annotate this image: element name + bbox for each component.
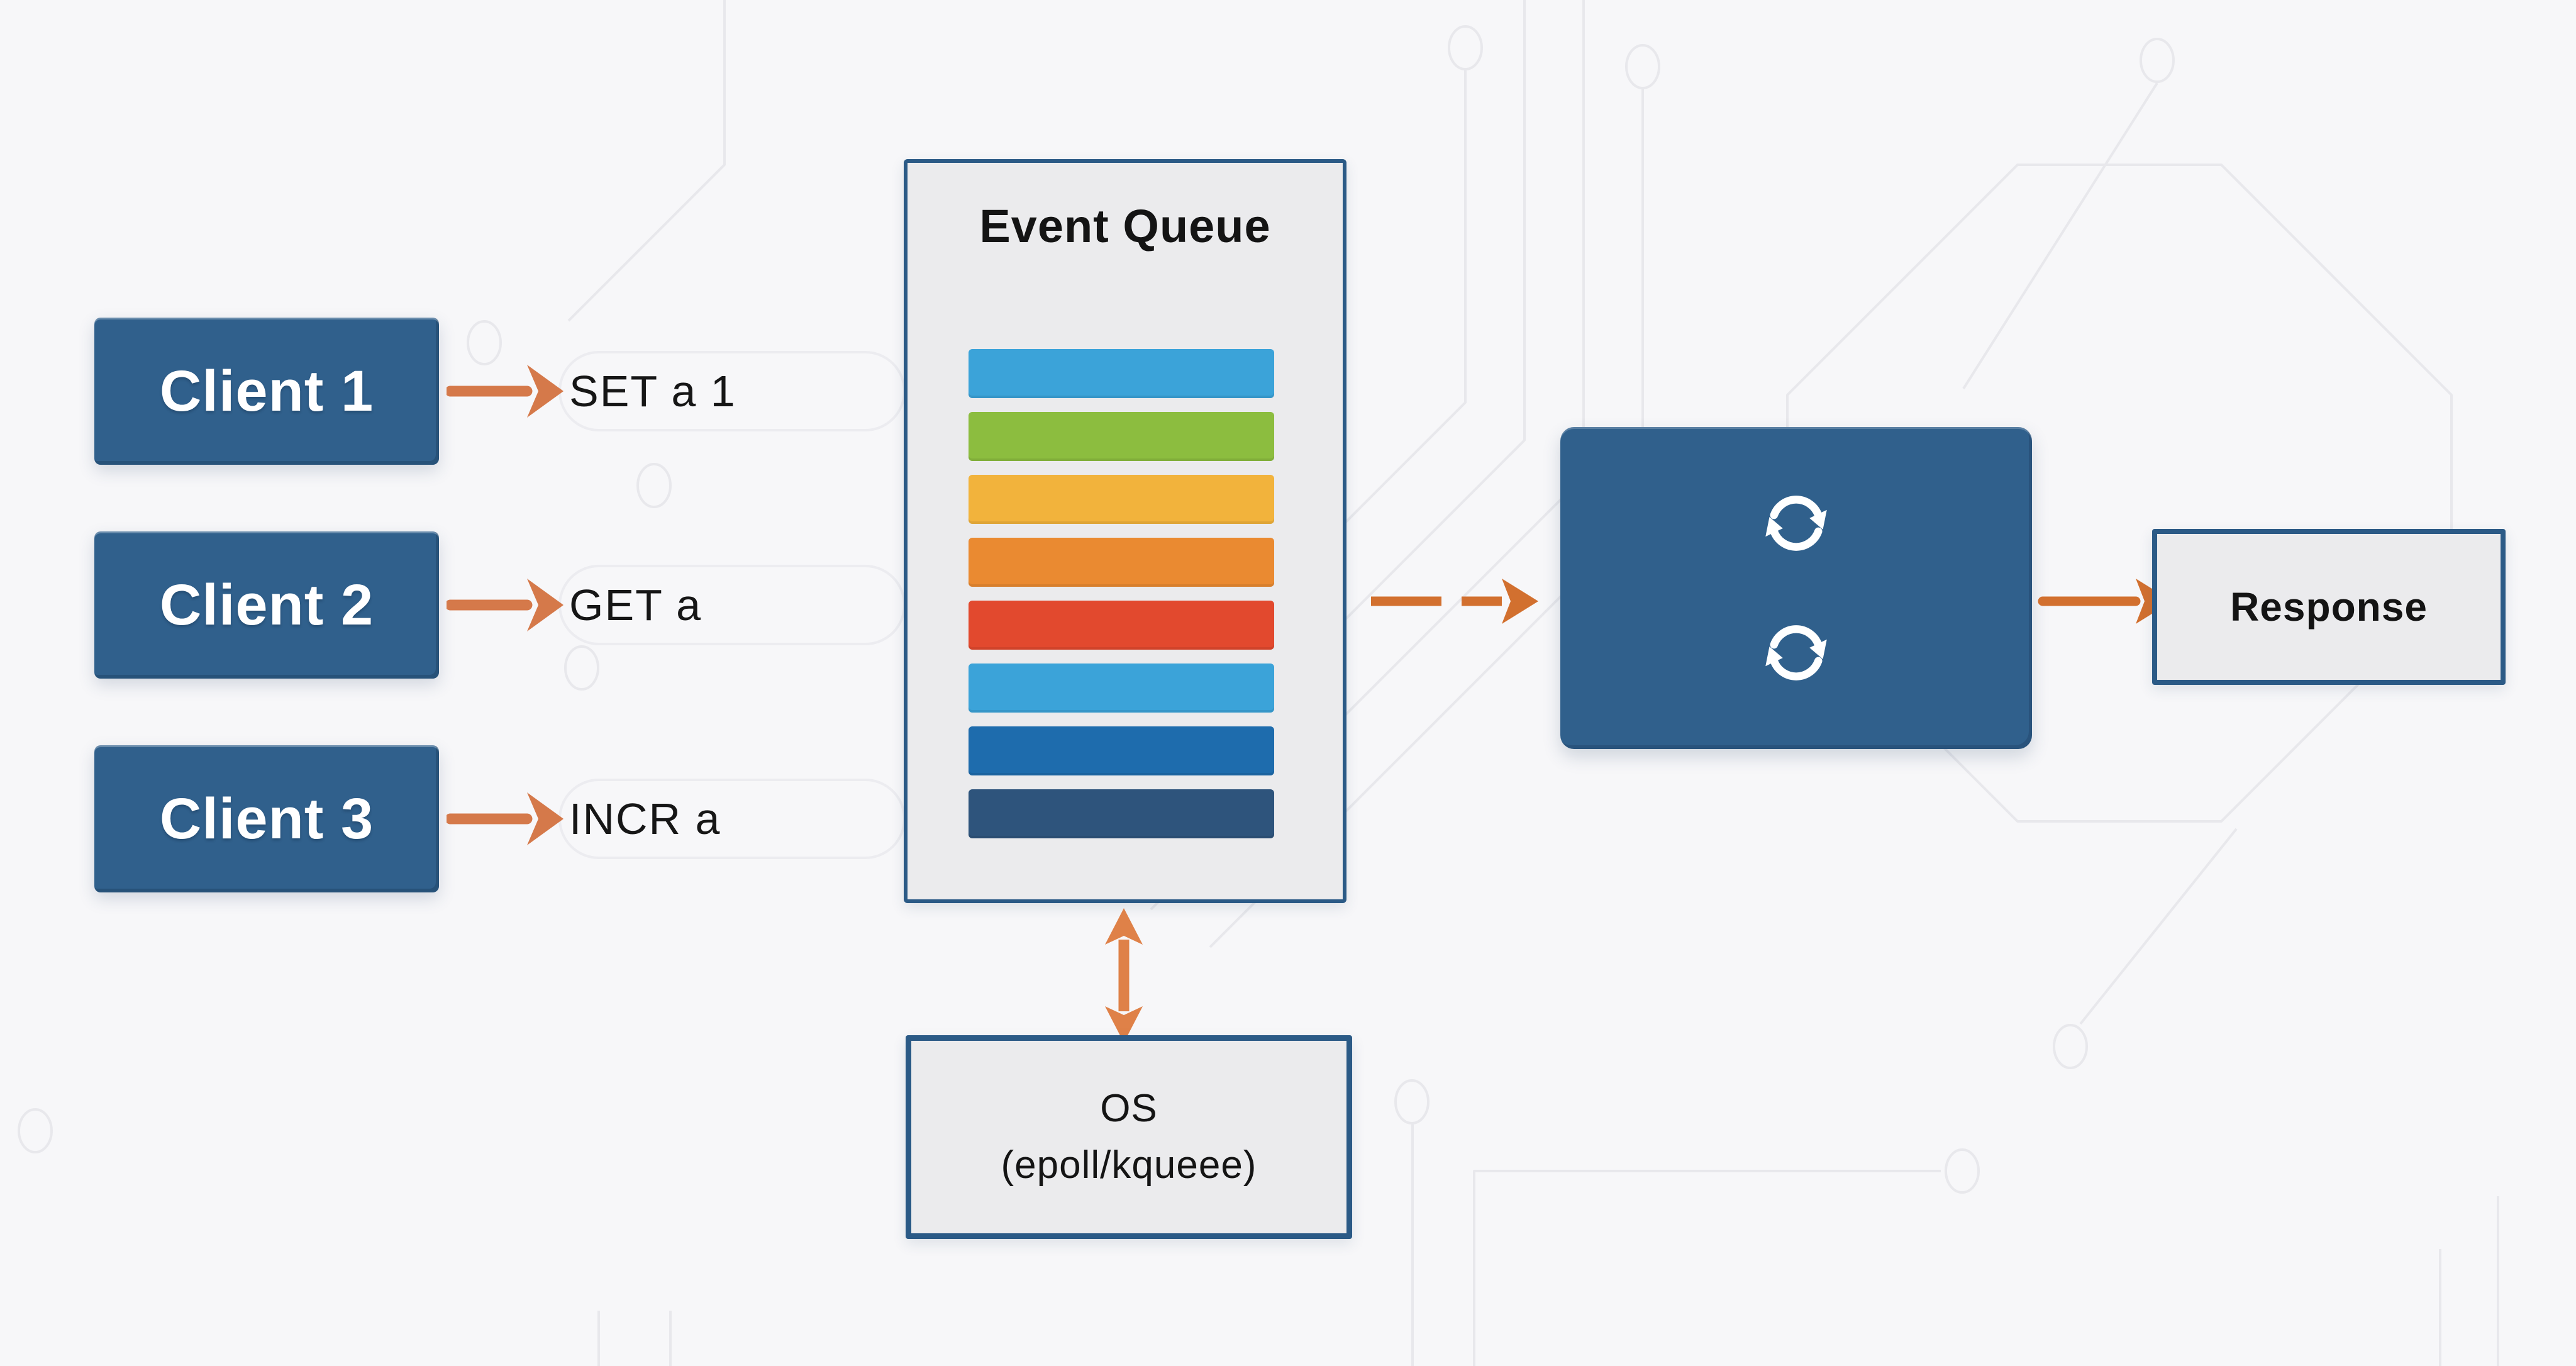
command-label-get: GET a <box>569 580 702 630</box>
queue-bar-5 <box>969 601 1274 650</box>
client-1-box: Client 1 <box>94 318 439 465</box>
command-label-incr: INCR a <box>569 794 721 843</box>
client-1-label: Client 1 <box>159 358 374 423</box>
response-label: Response <box>2230 584 2428 630</box>
queue-bar-4 <box>969 538 1274 587</box>
os-label-line2: (epoll/kqueee) <box>1001 1143 1257 1187</box>
client-2-box: Client 2 <box>94 531 439 679</box>
cycle-arrows-icon <box>1749 606 1843 700</box>
queue-bar-3 <box>969 475 1274 524</box>
client-2-label: Client 2 <box>159 572 374 637</box>
client-2-arrow-icon <box>447 567 572 643</box>
client-3-box: Client 3 <box>94 745 439 892</box>
queue-bar-2 <box>969 412 1274 461</box>
response-box: Response <box>2152 529 2506 685</box>
event-queue-panel: Event Queue <box>904 159 1346 903</box>
queue-bar-6 <box>969 664 1274 713</box>
queue-bar-1 <box>969 349 1274 398</box>
queue-bar-8 <box>969 789 1274 838</box>
event-loop-box <box>1560 427 2032 749</box>
os-label-line1: OS <box>1100 1087 1158 1131</box>
queue-bar-7 <box>969 726 1274 775</box>
queue-to-loop-arrow-icon <box>1365 564 1553 639</box>
client-1-arrow-icon <box>447 353 572 429</box>
os-box: OS (epoll/kqueee) <box>906 1035 1352 1239</box>
client-3-arrow-icon <box>447 781 572 857</box>
queue-os-double-arrow-icon <box>1083 903 1165 1048</box>
event-queue-title: Event Queue <box>979 200 1271 252</box>
client-3-label: Client 3 <box>159 786 374 851</box>
cycle-arrows-icon <box>1749 476 1843 570</box>
command-label-set: SET a 1 <box>569 367 736 416</box>
